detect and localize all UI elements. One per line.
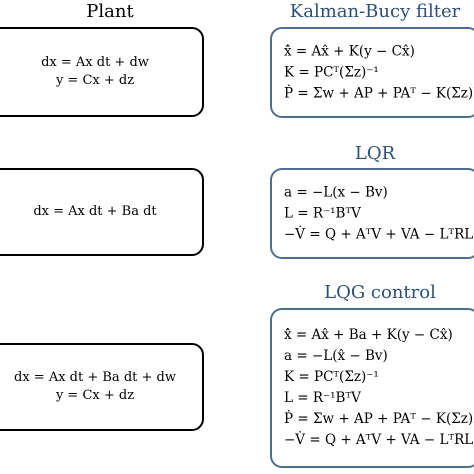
plant-equations: dx = Ax dt + Ba dt + dw y = Cx + dz bbox=[0, 369, 202, 405]
kalman-bucy-heading: Kalman-Bucy filter bbox=[289, 1, 461, 22]
lqg-equation: x̂̇ = Ax̂ + Ba + K(y − Cx̂) bbox=[284, 327, 453, 343]
kalman-bucy-box: x̂̇ = Ax̂ + K(y − Cx̂) K = PCᵀ(Σz)⁻¹ Ṗ =… bbox=[270, 27, 474, 118]
kalman-equations: x̂̇ = Ax̂ + K(y − Cx̂) K = PCᵀ(Σz)⁻¹ Ṗ =… bbox=[284, 41, 474, 104]
lqr-equation: a = −L(x − Bv) bbox=[284, 184, 388, 200]
plant-equations: dx = Ax dt + Ba dt bbox=[0, 203, 202, 221]
plant-box-kalman: dx = Ax dt + dw y = Cx + dz bbox=[0, 27, 204, 117]
lqr-heading: LQR bbox=[354, 143, 396, 164]
plant-equation: dx = Ax dt + dw bbox=[41, 55, 149, 70]
plant-equation: y = Cx + dz bbox=[55, 388, 135, 403]
lqg-control-box: x̂̇ = Ax̂ + Ba + K(y − Cx̂) a = −L(x̂ − … bbox=[270, 308, 474, 468]
plant-box-lqg: dx = Ax dt + Ba dt + dw y = Cx + dz bbox=[0, 343, 204, 431]
lqr-equation: −V̇ = Q + AᵀV + VA − LᵀRL bbox=[284, 226, 474, 242]
plant-equation: dx = Ax dt + Ba dt bbox=[33, 204, 157, 219]
lqg-equation: Ṗ = Σw + AP + PAᵀ − K(Σz)Kᵀ bbox=[284, 411, 474, 427]
kalman-equation: Ṗ = Σw + AP + PAᵀ − K(Σz)Kᵀ bbox=[284, 85, 474, 101]
lqr-equation: L = R⁻¹BᵀV bbox=[284, 205, 361, 221]
lqg-control-heading: LQG control bbox=[324, 282, 436, 303]
plant-heading: Plant bbox=[86, 1, 134, 22]
lqg-equation: L = R⁻¹BᵀV bbox=[284, 390, 361, 406]
plant-equation: y = Cx + dz bbox=[55, 73, 135, 88]
lqg-equation: a = −L(x̂ − Bv) bbox=[284, 348, 388, 364]
lqg-equation: −V̇ = Q + AᵀV + VA − LᵀRL bbox=[284, 432, 474, 448]
lqr-box: a = −L(x − Bv) L = R⁻¹BᵀV −V̇ = Q + AᵀV … bbox=[270, 168, 474, 259]
kalman-equation: x̂̇ = Ax̂ + K(y − Cx̂) bbox=[284, 43, 415, 59]
plant-equations: dx = Ax dt + dw y = Cx + dz bbox=[0, 54, 202, 90]
plant-equation: dx = Ax dt + Ba dt + dw bbox=[14, 370, 176, 385]
lqr-equations: a = −L(x − Bv) L = R⁻¹BᵀV −V̇ = Q + AᵀV … bbox=[284, 182, 474, 245]
lqg-equation: K = PCᵀ(Σz)⁻¹ bbox=[284, 369, 379, 385]
plant-box-lqr: dx = Ax dt + Ba dt bbox=[0, 168, 204, 256]
kalman-equation: K = PCᵀ(Σz)⁻¹ bbox=[284, 64, 379, 80]
lqg-equations: x̂̇ = Ax̂ + Ba + K(y − Cx̂) a = −L(x̂ − … bbox=[284, 325, 474, 451]
